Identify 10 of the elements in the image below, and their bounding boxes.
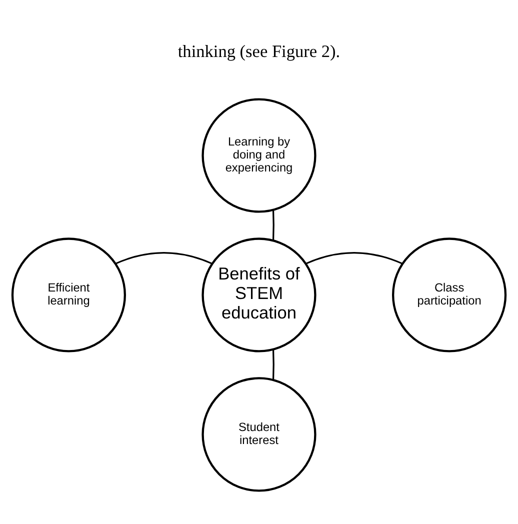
node-circle: Learning by doing and experiencing	[202, 98, 316, 213]
connector	[306, 252, 403, 264]
label: thinking (see Figure 2).	[178, 42, 340, 61]
node-circle: Class participation	[392, 238, 507, 352]
connector	[272, 350, 274, 380]
node-circle: Efficient learning	[11, 238, 126, 352]
node-circle: Benefits of STEM education	[202, 238, 316, 352]
connector	[272, 210, 274, 240]
connector	[115, 252, 213, 264]
node-circle: Student interest	[202, 377, 316, 492]
